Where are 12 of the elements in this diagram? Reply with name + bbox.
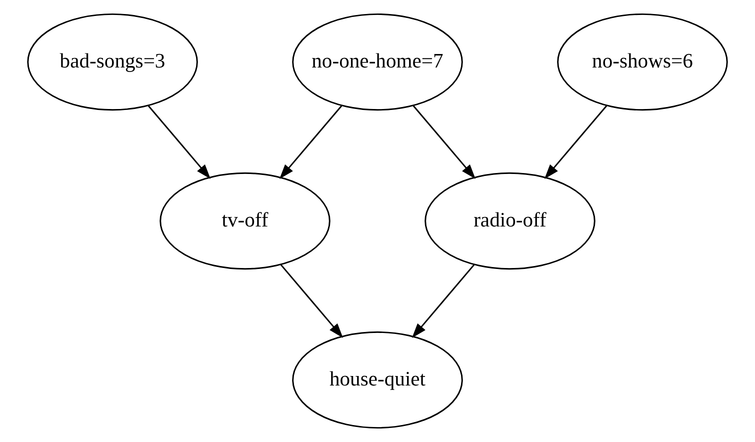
node-ellipse: no-shows=6 xyxy=(557,13,728,111)
arrow xyxy=(412,105,476,179)
node-ellipse: radio-off xyxy=(424,172,596,270)
arrow xyxy=(280,264,344,338)
arrow xyxy=(544,105,608,179)
arrow xyxy=(412,264,475,338)
node-ellipse: house-quiet xyxy=(292,331,463,429)
arrow xyxy=(279,105,342,179)
arrow xyxy=(148,105,211,179)
node-ellipse: no-one-home=7 xyxy=(292,13,463,111)
node-ellipse: tv-off xyxy=(160,172,330,270)
node-ellipse: bad-songs=3 xyxy=(27,13,198,111)
